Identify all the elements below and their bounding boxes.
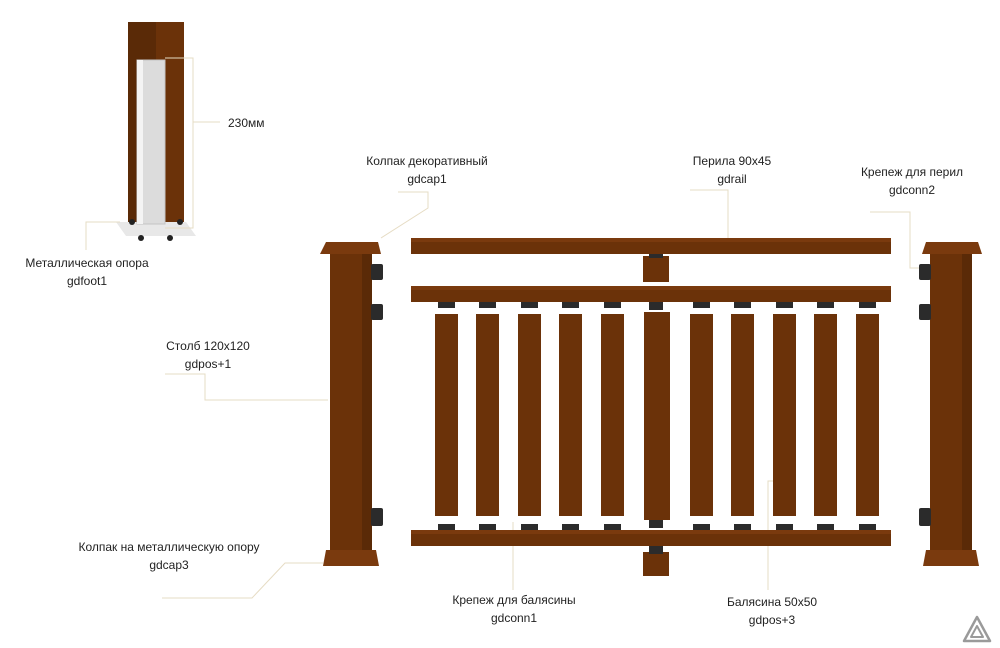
metal-foot-illustration — [116, 22, 220, 241]
baluster — [518, 314, 541, 516]
baluster-fastener-bottom — [817, 524, 834, 530]
baluster-fastener-bottom — [521, 524, 538, 530]
dimension-line — [165, 57, 194, 229]
baluster-fastener-bottom — [859, 524, 876, 530]
baluster — [435, 314, 458, 516]
baluster-fastener-top — [479, 302, 496, 308]
baluster-fastener-top — [734, 302, 751, 308]
left-rail-bracket-mid — [371, 304, 383, 320]
baluster-fastener-top — [521, 302, 538, 308]
baluster-fastener-bottom — [693, 524, 710, 530]
right-post-cap — [922, 242, 982, 254]
baluster-fastener-top — [438, 302, 455, 308]
left-rail-bracket-top — [371, 264, 383, 280]
baluster — [814, 314, 837, 516]
label-decorative-cap: Колпак декоративный gdcap1 — [366, 154, 488, 186]
label-foot-cap: Колпак на металлическую опору gdcap3 — [78, 540, 260, 572]
right-foot-cap — [923, 550, 979, 566]
baluster-fastener-top — [693, 302, 710, 308]
left-post-cap — [320, 242, 381, 254]
baluster-fastener-bottom — [438, 524, 455, 530]
left-post — [320, 242, 383, 566]
baluster-fastener-top — [562, 302, 579, 308]
right-rail-bracket-bottom — [919, 508, 931, 526]
leader-lines — [85, 189, 922, 599]
baluster — [731, 314, 754, 516]
label-handrail: Перила 90х45 gdrail — [692, 154, 772, 186]
baluster — [601, 314, 624, 516]
right-rail-bracket-mid — [919, 304, 931, 320]
baluster-fastener-bottom — [734, 524, 751, 530]
foot-base-plate — [116, 222, 196, 236]
baluster-fastener-top — [604, 302, 621, 308]
baluster-fastener-top — [859, 302, 876, 308]
right-post — [919, 242, 982, 566]
label-rail-fastener: Крепеж для перил gdconn2 — [860, 165, 964, 197]
baluster — [773, 314, 796, 516]
baluster-fastener-top — [817, 302, 834, 308]
baluster — [476, 314, 499, 516]
label-baluster: Балясина 50х50 gdpos+3 — [726, 595, 818, 627]
dimension-label: 230мм — [228, 116, 265, 130]
balusters — [435, 302, 879, 530]
center-post — [643, 252, 670, 576]
baluster-fastener-bottom — [562, 524, 579, 530]
right-rail-bracket-top — [919, 264, 931, 280]
baluster — [690, 314, 713, 516]
baluster — [856, 314, 879, 516]
triangle-logo-icon — [962, 615, 992, 643]
left-rail-bracket-bottom — [371, 508, 383, 526]
label-metal-foot: Металлическая опора gdfoot1 — [25, 256, 149, 288]
baluster-fastener-top — [776, 302, 793, 308]
baluster — [559, 314, 582, 516]
left-foot-cap — [323, 550, 379, 566]
label-post: Столб 120х120 gdpos+1 — [166, 339, 250, 371]
baluster-fastener-bottom — [604, 524, 621, 530]
baluster-fastener-bottom — [479, 524, 496, 530]
baluster-fastener-bottom — [776, 524, 793, 530]
label-baluster-fastener: Крепеж для балясины gdconn1 — [452, 593, 576, 625]
